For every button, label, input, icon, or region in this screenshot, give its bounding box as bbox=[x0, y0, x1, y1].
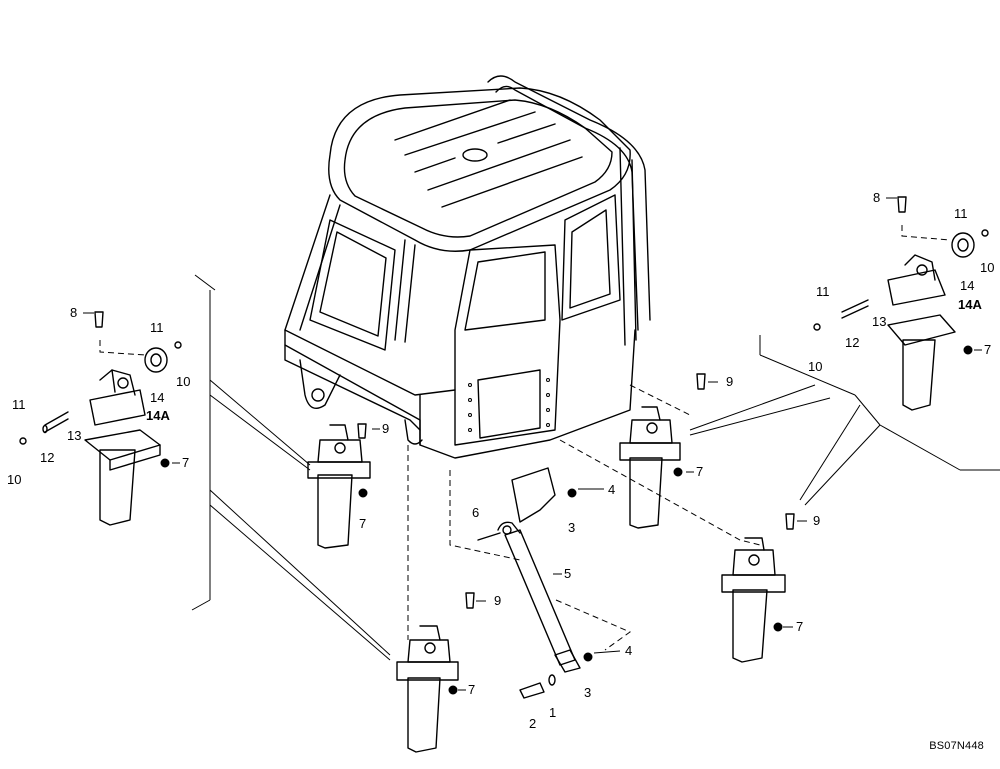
callout-9: 9 bbox=[382, 421, 389, 436]
callout-4: 4 bbox=[625, 643, 632, 658]
callout-11: 11 bbox=[816, 284, 830, 299]
callout-14: 14 bbox=[150, 390, 164, 405]
mount-detail-left bbox=[19, 311, 182, 526]
callout-4: 4 bbox=[608, 482, 615, 497]
callout-11: 11 bbox=[954, 206, 968, 221]
cab-assembly bbox=[284, 75, 651, 459]
leader-lines bbox=[172, 274, 1000, 691]
callout-9: 9 bbox=[494, 593, 501, 608]
callout-7: 7 bbox=[984, 342, 991, 357]
callout-8: 8 bbox=[873, 190, 880, 205]
mount-front-left bbox=[307, 423, 371, 549]
callout-7: 7 bbox=[182, 455, 189, 470]
callout-2: 2 bbox=[529, 716, 536, 731]
callout-14a: 14A bbox=[958, 297, 982, 312]
callout-7: 7 bbox=[468, 682, 475, 697]
callout-7: 7 bbox=[796, 619, 803, 634]
tilt-cylinder bbox=[477, 467, 593, 699]
callout-14: 14 bbox=[960, 278, 974, 293]
callout-13: 13 bbox=[872, 314, 886, 329]
drawing-reference-code: BS07N448 bbox=[929, 740, 984, 752]
callout-10: 10 bbox=[176, 374, 190, 389]
mount-rear-right bbox=[721, 513, 795, 663]
callout-8: 8 bbox=[70, 305, 77, 320]
callout-3: 3 bbox=[584, 685, 591, 700]
callout-12: 12 bbox=[40, 450, 54, 465]
callout-7: 7 bbox=[696, 464, 703, 479]
callout-3: 3 bbox=[568, 520, 575, 535]
callout-10: 10 bbox=[808, 359, 822, 374]
callout-12: 12 bbox=[845, 335, 859, 350]
callout-labels: 1 2 3 3 4 4 5 6 7 7 7 7 7 7 7 8 8 9 9 9 … bbox=[7, 190, 994, 731]
callout-6: 6 bbox=[472, 505, 479, 520]
callout-10: 10 bbox=[7, 472, 21, 487]
callout-11: 11 bbox=[12, 397, 26, 412]
callout-9: 9 bbox=[813, 513, 820, 528]
callout-14a: 14A bbox=[146, 408, 170, 423]
callout-9: 9 bbox=[726, 374, 733, 389]
callout-11: 11 bbox=[150, 320, 164, 335]
callout-13: 13 bbox=[67, 428, 81, 443]
mount-bottom-middle bbox=[396, 592, 475, 753]
mount-rear-middle bbox=[619, 373, 706, 529]
callout-7: 7 bbox=[359, 516, 366, 531]
callout-10: 10 bbox=[980, 260, 994, 275]
callout-5: 5 bbox=[564, 566, 571, 581]
mount-detail-right bbox=[813, 196, 989, 411]
callout-1: 1 bbox=[549, 705, 556, 720]
